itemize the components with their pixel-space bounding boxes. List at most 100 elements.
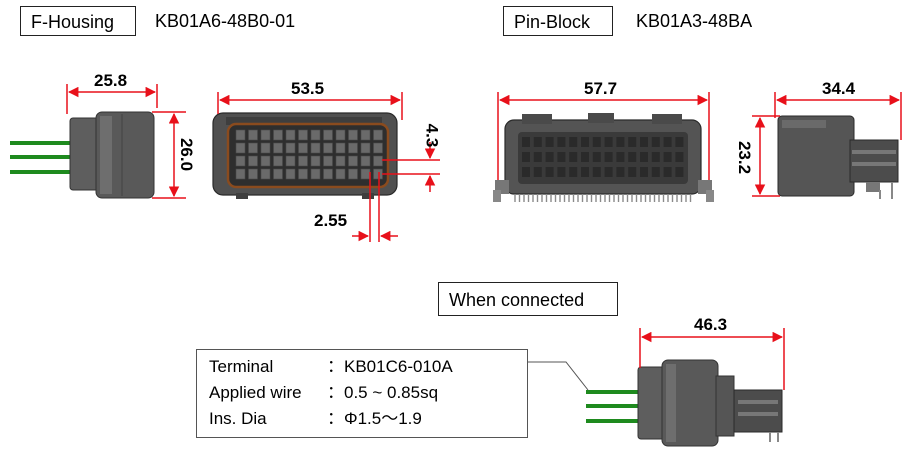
pin-cavity	[628, 152, 637, 162]
f-housing-label-box: F-Housing	[20, 6, 136, 36]
dim-pb-front-width	[497, 92, 710, 180]
pin-cavity	[533, 167, 542, 177]
when-connected-label-box: When connected	[438, 282, 618, 316]
terminal-cavity	[348, 168, 358, 180]
terminal-cavity	[235, 142, 246, 154]
dim-fh-front-width-text: 53.5	[291, 79, 325, 98]
pin-cavity	[628, 137, 637, 147]
dim-fh-pitch-vertical	[382, 142, 440, 192]
pin-cavity	[545, 152, 554, 162]
pin-cavity	[581, 167, 589, 177]
terminal-cavity	[235, 129, 246, 141]
terminal-cavity	[285, 142, 296, 154]
pin-cavity	[651, 137, 660, 147]
terminal-cavity	[298, 155, 308, 167]
terminal-cavity	[360, 142, 371, 154]
pin-cavity	[640, 137, 648, 147]
dim-fh-pitch-horizontal-text: 2.55	[314, 211, 348, 230]
terminal-cavity	[335, 168, 346, 180]
pin-cavity	[533, 152, 542, 162]
dim-fh-pitch-vertical-text: 4.3	[422, 123, 442, 148]
pin-cavity	[545, 137, 554, 147]
dim-connected-length	[639, 328, 785, 390]
dim-fh-side-width	[66, 84, 158, 114]
pin-cavity	[616, 167, 625, 177]
dim-pb-side-height-text: 23.2	[735, 140, 755, 175]
terminal-cavity	[335, 129, 346, 141]
pin-block-label-box: Pin-Block	[503, 6, 613, 36]
dim-connected-length-text: 46.3	[694, 315, 728, 334]
pin-cavity	[592, 167, 601, 177]
terminal-cavity	[310, 168, 321, 180]
terminal-cavity	[273, 155, 283, 167]
dim-pb-side-width	[774, 92, 902, 140]
pin-cavity	[569, 152, 578, 162]
pin-cavity	[663, 167, 672, 177]
terminal-cavity	[298, 168, 308, 180]
terminal-cavity	[323, 155, 333, 167]
terminal-cavity	[310, 155, 321, 167]
terminal-cavity	[260, 155, 271, 167]
spec-leader-line	[528, 361, 589, 391]
terminal-cavity	[360, 168, 371, 180]
spec-key: Applied wire	[209, 383, 302, 402]
terminal-cavity	[323, 142, 333, 154]
terminal-cavity	[335, 142, 346, 154]
terminal-cavity	[248, 142, 258, 154]
pin-cavity	[651, 152, 660, 162]
pin-block-cavities	[522, 137, 684, 177]
terminal-cavity	[348, 142, 358, 154]
pin-cavity	[604, 167, 613, 177]
pin-cavity	[557, 152, 566, 162]
terminal-cavity	[285, 129, 296, 141]
pin-cavity	[533, 137, 542, 147]
terminal-cavity	[323, 168, 333, 180]
terminal-cavity	[248, 129, 258, 141]
dim-fh-side-width-text: 25.8	[94, 71, 128, 90]
pin-cavity	[581, 137, 589, 147]
terminal-cavity	[360, 129, 371, 141]
terminal-cavity	[260, 168, 271, 180]
f-housing-label: F-Housing	[31, 12, 115, 32]
pin-cavity	[663, 137, 672, 147]
f-housing-side-view	[10, 111, 155, 199]
pin-block-label: Pin-Block	[514, 12, 591, 32]
terminal-cavity	[373, 142, 383, 154]
terminal-cavity	[260, 129, 271, 141]
dim-fh-side-height-text: 26.0	[177, 137, 197, 172]
when-connected-label: When connected	[449, 290, 585, 310]
pin-block-part-number: KB01A3-48BA	[636, 11, 753, 31]
spec-value: ：0.5 ~ 0.85sq	[327, 383, 439, 402]
f-housing-front-view	[212, 112, 398, 199]
pin-cavity	[675, 152, 684, 162]
terminal-cavity	[310, 142, 321, 154]
terminal-cavity	[248, 155, 258, 167]
terminal-cavity	[373, 168, 383, 180]
pin-cavity	[651, 167, 660, 177]
dim-fh-pitch-horizontal	[352, 172, 398, 242]
terminal-cavities	[235, 129, 383, 180]
terminal-cavity	[235, 155, 246, 167]
pin-cavity	[663, 152, 672, 162]
pin-cavity	[522, 152, 530, 162]
terminal-cavity	[298, 129, 308, 141]
terminal-cavity	[335, 155, 346, 167]
pin-cavity	[628, 167, 637, 177]
pin-cavity	[604, 137, 613, 147]
terminal-cavity	[235, 168, 246, 180]
terminal-cavity	[360, 155, 371, 167]
terminal-cavity	[285, 155, 296, 167]
terminal-cavity	[348, 155, 358, 167]
terminal-cavity	[273, 168, 283, 180]
spec-value: ：KB01C6-010A	[327, 357, 453, 376]
pin-cavity	[616, 152, 625, 162]
terminal-spec-box: Terminal ：KB01C6-010A Applied wire ：0.5 …	[196, 349, 528, 438]
pin-block-side-view	[777, 115, 899, 199]
terminal-cavity	[298, 142, 308, 154]
terminal-cavity	[323, 129, 333, 141]
pin-block-pins	[514, 194, 692, 202]
dim-pb-side-width-text: 34.4	[822, 79, 856, 98]
terminal-cavity	[285, 168, 296, 180]
dim-fh-front-width	[217, 92, 403, 120]
